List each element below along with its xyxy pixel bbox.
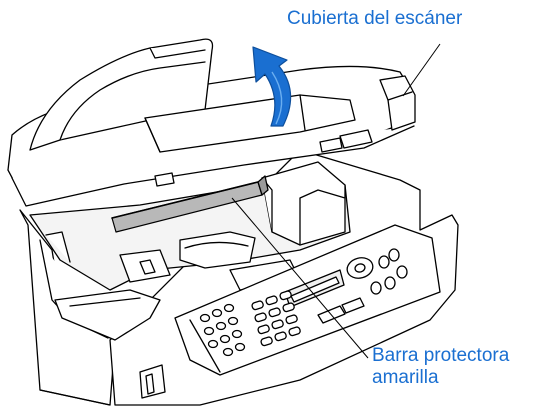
keypad [251, 290, 301, 347]
protector-bar-label-line-2: amarilla [372, 367, 439, 388]
protector-bar-label-line-1: Barra protectora [372, 345, 510, 366]
protector-bar-label: Barra protectora amarilla [372, 345, 509, 389]
control-panel [174, 224, 441, 376]
bar-leader-line [231, 197, 369, 359]
protector-bar [111, 175, 269, 233]
scanner-cover [7, 38, 416, 207]
cover-leader-line [402, 43, 441, 97]
scanner-cover-label: Cubierta del escáner [287, 8, 463, 29]
one-touch-buttons [199, 303, 246, 357]
curved-up-arrow-icon [252, 46, 292, 127]
